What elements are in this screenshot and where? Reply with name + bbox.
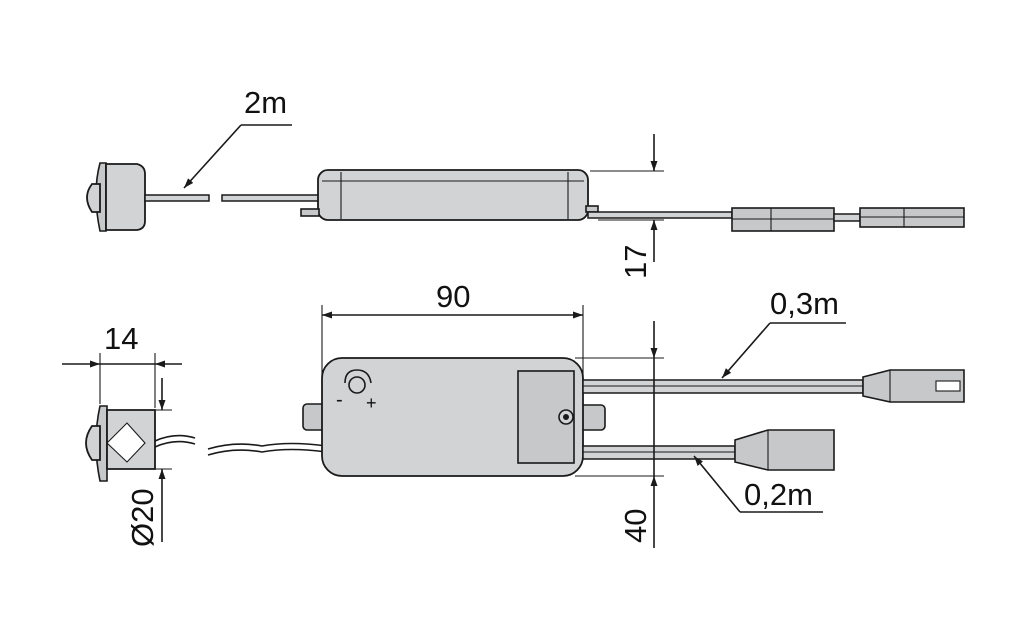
dial-plus: + (366, 393, 377, 413)
dial-minus: - (336, 389, 343, 411)
connector-lower (734, 429, 835, 471)
label-depth-14: 14 (104, 321, 138, 356)
sensor-cable-side (144, 194, 210, 202)
output-cable-side (587, 211, 733, 219)
top-view: 14 Ø20 - + 90 (62, 279, 965, 548)
sensor-side (86, 162, 146, 232)
sensor-cable-top (154, 440, 327, 456)
side-view: 2m 17 (86, 85, 965, 279)
controller-side (300, 169, 599, 221)
sensor-top (85, 405, 156, 482)
label-length-90: 90 (436, 279, 470, 314)
label-diameter-20: Ø20 (125, 488, 160, 547)
adjust-dial[interactable]: - + (336, 369, 377, 413)
label-cable-0-2m: 0,2m (744, 477, 813, 512)
label-cable-0-3m: 0,3m (770, 286, 839, 321)
label-cable-2m: 2m (244, 85, 287, 120)
sensor-cable-side-2 (221, 194, 325, 202)
controller-top (302, 357, 606, 477)
label-width-40: 40 (618, 509, 653, 543)
dial-icon (348, 376, 366, 394)
label-height-17: 17 (618, 245, 653, 279)
